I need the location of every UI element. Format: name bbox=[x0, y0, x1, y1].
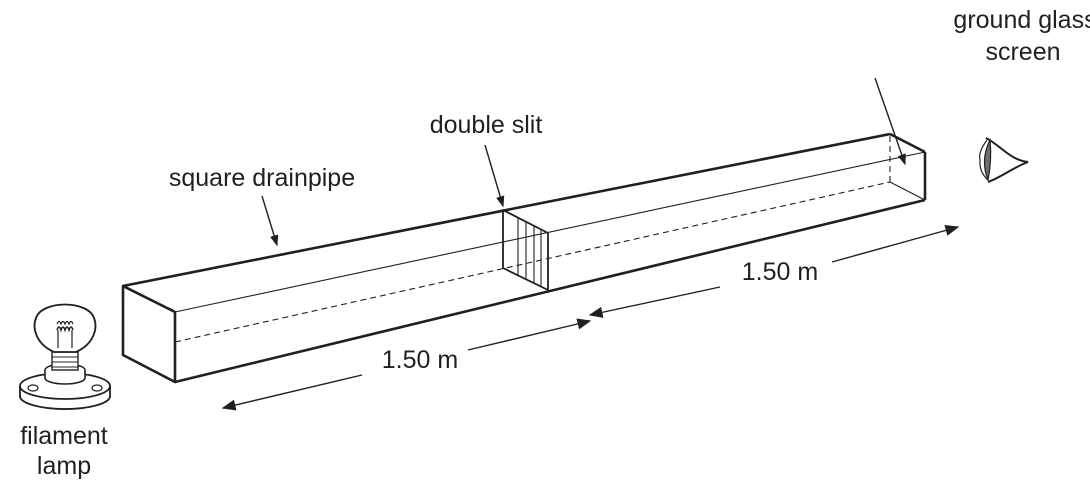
leader-square-drainpipe bbox=[261, 195, 279, 247]
label-distance-left: 1.50 m bbox=[382, 346, 458, 374]
dimension-right bbox=[588, 224, 960, 318]
dimension-left-arrow-end bbox=[467, 318, 592, 351]
dimension-left bbox=[221, 318, 592, 411]
label-double-slit: double slit bbox=[430, 111, 543, 139]
pipe-bottom-front-edge bbox=[174, 198, 926, 384]
filament-lamp-icon bbox=[19, 303, 111, 410]
pipe-inner-top-edge bbox=[174, 151, 926, 313]
dimension-right-arrow-start bbox=[588, 286, 721, 318]
pipe-top-back-edge bbox=[122, 132, 891, 288]
label-filament: filament bbox=[20, 422, 108, 450]
double-slit-panel bbox=[502, 209, 549, 291]
label-lamp: lamp bbox=[37, 452, 91, 480]
pipe-near-end-face bbox=[121, 284, 177, 384]
dimension-left-arrow-start bbox=[221, 374, 363, 411]
square-drainpipe bbox=[121, 132, 927, 384]
label-square-drainpipe: square drainpipe bbox=[169, 164, 355, 192]
pipe-far-end-bottom-back bbox=[889, 181, 926, 201]
leader-ground-glass-screen bbox=[874, 77, 906, 166]
pipe-hidden-long-edge bbox=[174, 181, 891, 343]
dimension-right-arrow-end bbox=[831, 224, 960, 263]
label-distance-right: 1.50 m bbox=[742, 258, 818, 286]
eye-icon bbox=[979, 137, 1029, 183]
label-screen: screen bbox=[985, 38, 1060, 66]
label-ground-glass: ground glass bbox=[953, 6, 1090, 34]
leader-double-slit bbox=[484, 144, 505, 208]
